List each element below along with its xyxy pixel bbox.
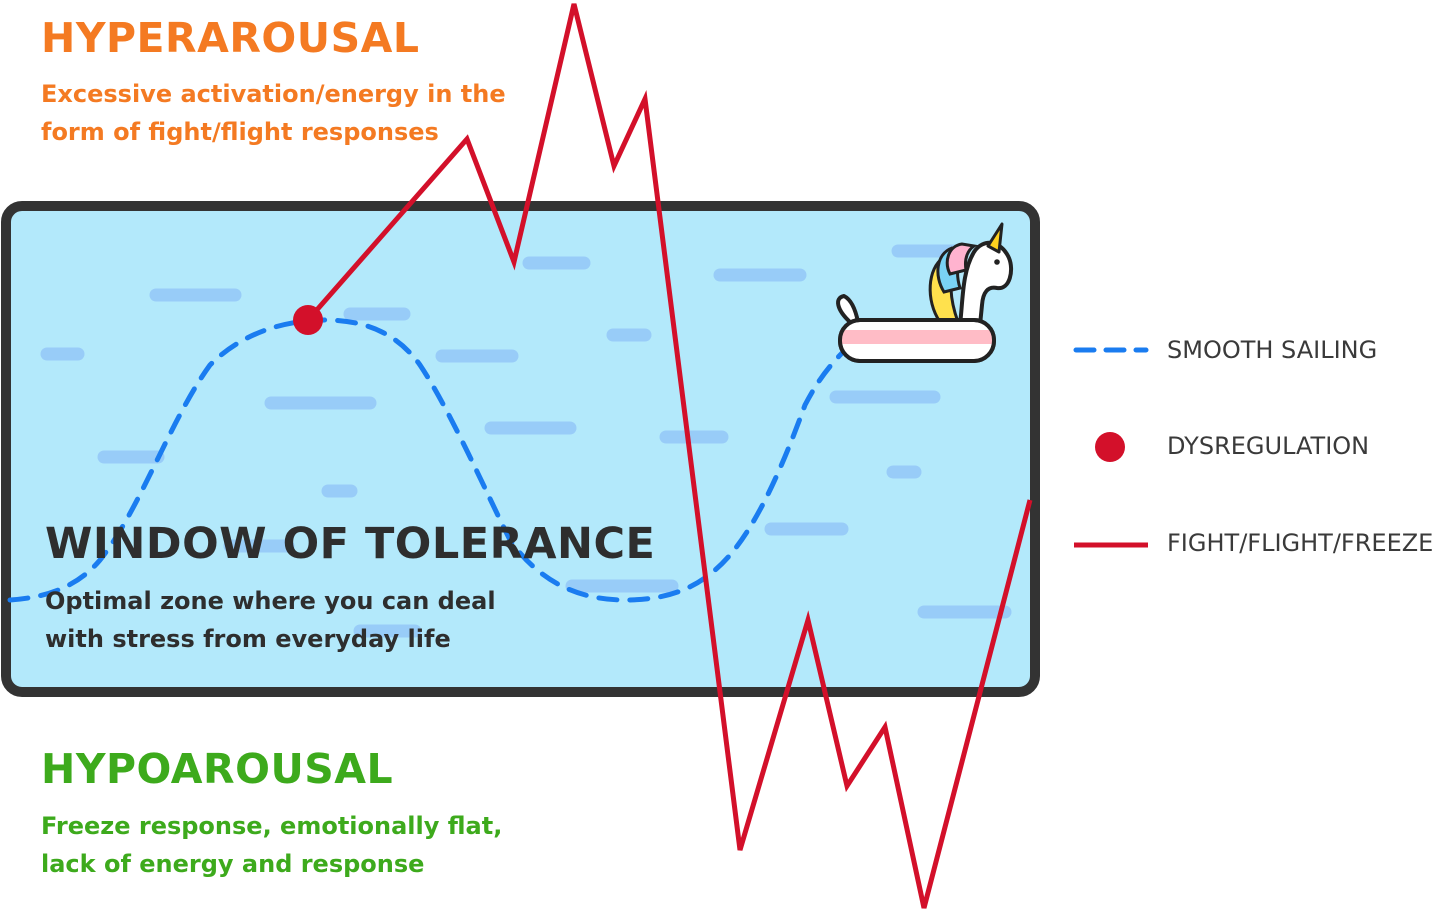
hypoarousal-description-line: Freeze response, emotionally flat,: [41, 812, 503, 840]
window-of-tolerance-description: Optimal zone where you can deal with str…: [45, 582, 496, 658]
dysregulation-point: [293, 305, 323, 335]
hyperarousal-title: HYPERAROUSAL: [41, 14, 420, 62]
hypoarousal-title: HYPOAROUSAL: [41, 745, 394, 793]
legend-fight-flight-freeze-label: FIGHT/FLIGHT/FREEZE: [1167, 529, 1434, 557]
hypoarousal-description-line: lack of energy and response: [41, 850, 425, 878]
legend-dysregulation-label: DYSREGULATION: [1167, 432, 1370, 460]
fight-flight-freeze-line: [306, 3, 1033, 909]
water-wave-lines: [40, 244, 1012, 638]
hyperarousal-description: Excessive activation/energy in the form …: [41, 75, 506, 151]
smooth-sailing-curve: [7, 317, 848, 603]
hypoarousal-description: Freeze response, emotionally flat, lack …: [41, 807, 502, 883]
legend-dysregulation-marker: [1095, 432, 1125, 462]
hyperarousal-description-line: Excessive activation/energy in the: [41, 80, 506, 108]
window-of-tolerance-box: [1, 201, 1040, 697]
legend-smooth-sailing-label: SMOOTH SAILING: [1167, 336, 1378, 364]
window-of-tolerance-title: WINDOW OF TOLERANCE: [45, 519, 656, 569]
hyperarousal-description-line: form of fight/flight responses: [41, 118, 439, 146]
unicorn-float-icon: [836, 222, 1014, 363]
window-description-line: Optimal zone where you can deal: [45, 587, 496, 615]
window-description-line: with stress from everyday life: [45, 625, 451, 653]
